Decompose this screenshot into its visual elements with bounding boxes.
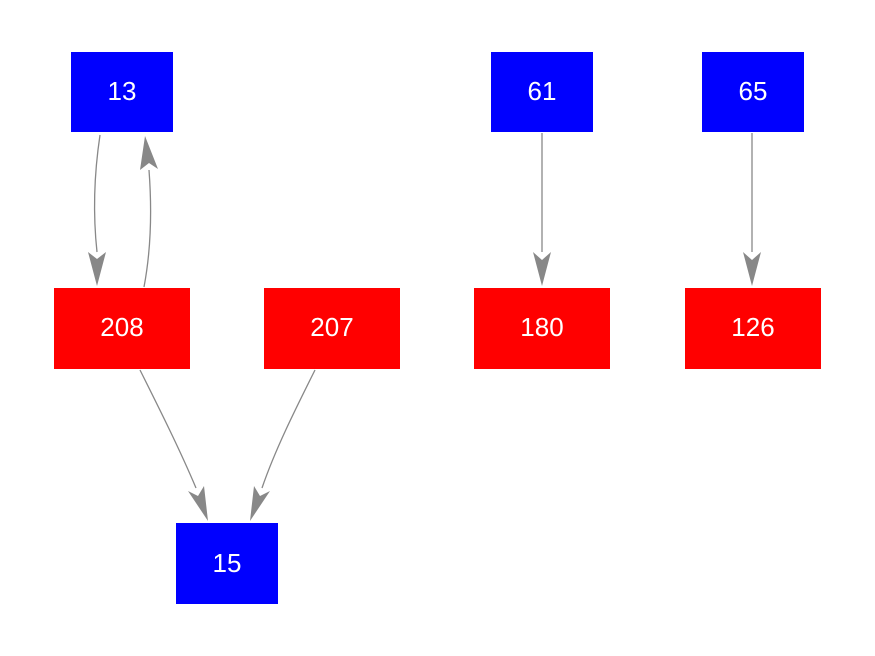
edges-layer — [88, 133, 761, 521]
edge-13-to-208 — [93, 134, 101, 253]
arrowhead-65-to-126 — [743, 252, 761, 286]
node-label: 61 — [528, 76, 557, 106]
node-126[interactable]: 126 — [685, 288, 821, 369]
node-65[interactable]: 65 — [702, 52, 804, 132]
edge-208-to-13 — [143, 169, 152, 288]
node-61[interactable]: 61 — [491, 52, 593, 132]
node-label: 15 — [213, 548, 242, 578]
edge-208-to-15 — [139, 369, 197, 489]
nodes-layer: 13 61 65 208 207 180 126 15 — [54, 52, 821, 604]
node-label: 126 — [731, 312, 774, 342]
node-label: 208 — [100, 312, 143, 342]
node-label: 13 — [108, 76, 137, 106]
arrowhead-61-to-180 — [533, 252, 551, 286]
node-15[interactable]: 15 — [176, 523, 278, 604]
arrowhead-207-to-15 — [250, 486, 270, 521]
arrowhead-208-to-13 — [140, 136, 158, 170]
node-label: 207 — [310, 312, 353, 342]
node-label: 65 — [739, 76, 768, 106]
edge-207-to-15 — [261, 369, 316, 489]
arrowhead-13-to-208 — [88, 252, 106, 286]
node-207[interactable]: 207 — [264, 288, 400, 369]
arrowhead-208-to-15 — [188, 486, 208, 521]
node-label: 180 — [520, 312, 563, 342]
node-180[interactable]: 180 — [474, 288, 610, 369]
node-13[interactable]: 13 — [71, 52, 173, 132]
node-208[interactable]: 208 — [54, 288, 190, 369]
